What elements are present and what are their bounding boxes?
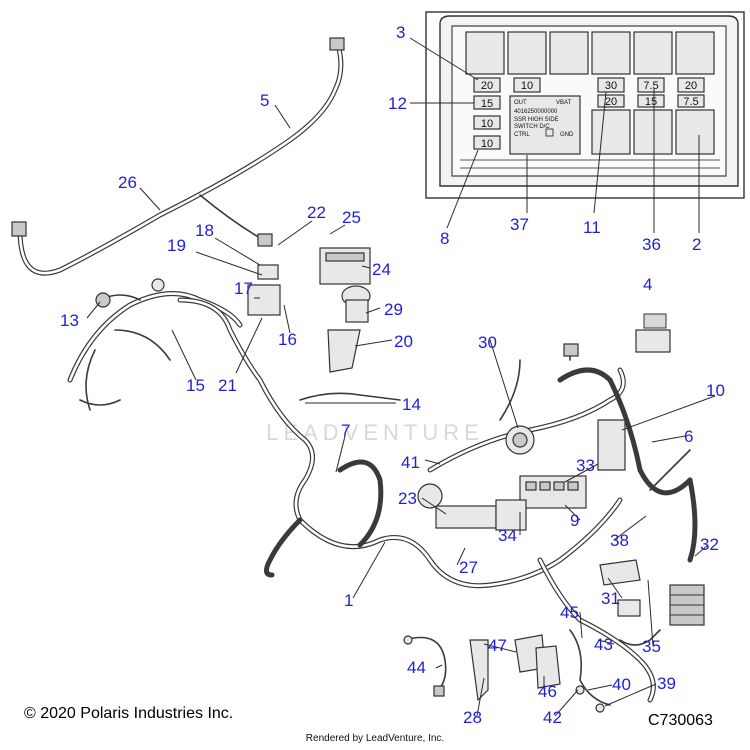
ssr-part-number: 4016250000000 [514,109,558,115]
callout-47: 47 [488,636,507,655]
fuse-box-inset: 20 10 30 7.5 20 20 15 7.5 15 10 10 OUT [425,11,745,199]
fuse-label: 20 [605,96,617,108]
fuse-label: 15 [481,98,493,110]
fuse-label: 10 [481,118,493,130]
callout-29: 29 [384,300,403,319]
callout-4: 4 [643,275,652,294]
callout-1: 1 [344,591,353,610]
callout-12: 12 [388,94,407,113]
callout-41: 41 [401,453,420,472]
fuse-label: 20 [685,80,697,92]
rendered-by-credit: Rendered by LeadVenture, Inc. [305,733,445,744]
callout-30: 30 [478,333,497,352]
ssr-line-2: SWITCH D/C [514,124,550,130]
callout-35: 35 [642,637,661,656]
fuse-label: 15 [645,96,657,108]
callout-25: 25 [342,208,361,227]
ssr-line-1: SSR HIGH SIDE [514,117,559,123]
harness-drawing [11,37,705,713]
callout-28: 28 [463,708,482,727]
callout-44: 44 [407,658,426,677]
callout-3: 3 [396,23,405,42]
callout-17: 17 [234,279,253,298]
fuse-label: 7.5 [683,96,698,108]
callout-5: 5 [260,91,269,110]
callout-14: 14 [402,395,421,414]
ssr-ctrl-label: CTRL [514,132,530,138]
callout-13: 13 [60,311,79,330]
fuse-label: 10 [521,80,533,92]
callout-37: 37 [510,215,529,234]
leader-lines [86,37,716,717]
callout-26: 26 [118,173,137,192]
callout-19: 19 [167,236,186,255]
callout-38: 38 [610,531,629,550]
callout-16: 16 [278,330,297,349]
callout-32: 32 [700,535,719,554]
callout-23: 23 [398,489,417,508]
callout-42: 42 [543,708,562,727]
callout-7: 7 [341,421,350,440]
ssr-gnd-label: GND [560,132,574,138]
drawing-id: C730063 [648,712,713,729]
callout-34: 34 [498,526,517,545]
callout-43: 43 [594,635,613,654]
callout-6: 6 [684,427,693,446]
fuse-label: 30 [605,80,617,92]
fuse-row-second: 20 15 7.5 [597,94,705,108]
fuse-column-left: 15 10 10 [473,95,501,150]
fuse-label: 7.5 [643,80,658,92]
callout-18: 18 [195,221,214,240]
callout-2: 2 [692,235,701,254]
callout-9: 9 [570,511,579,530]
callout-24: 24 [372,260,391,279]
fuse-label: 10 [481,138,493,150]
fuse-label: 20 [481,80,493,92]
callout-22: 22 [307,203,326,222]
callout-11: 11 [583,218,601,237]
callout-33: 33 [576,456,595,475]
ssr-out-label: OUT [514,100,527,106]
relay-block [519,475,587,509]
callout-8: 8 [440,229,449,248]
callout-15: 15 [186,376,205,395]
ssr-module: OUT VBAT 4016250000000 SSR HIGH SIDE SWI… [509,95,581,155]
callout-45: 45 [560,603,579,622]
callout-27: 27 [459,558,478,577]
relay-row-top [465,31,715,75]
ssr-vbat-label: VBAT [556,100,572,106]
copyright-notice: © 2020 Polaris Industries Inc. [24,705,234,722]
callout-31: 31 [601,589,620,608]
callout-40: 40 [612,675,631,694]
fuse-row-top: 20 10 30 7.5 20 [473,77,705,93]
callout-36: 36 [642,235,661,254]
callout-21: 21 [218,376,237,395]
watermark: LEADVENTURE [266,420,484,445]
callout-labels: 3 12 8 37 11 36 2 5 26 13 15 18 19 17 16… [60,23,725,727]
callout-20: 20 [394,332,413,351]
callout-39: 39 [657,674,676,693]
callout-46: 46 [538,682,557,701]
callout-10: 10 [706,381,725,400]
relay-row-lower [591,109,715,155]
